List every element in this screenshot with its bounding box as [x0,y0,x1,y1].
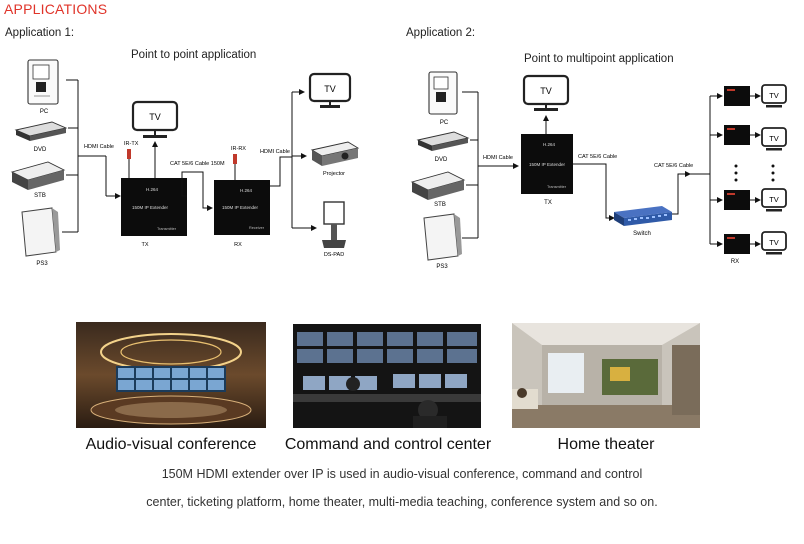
ps3-icon [21,207,60,257]
app1-tv-label: TV [149,112,161,122]
app2-source-stb: STB [434,202,446,208]
caption-audio-visual-conference: Audio-visual conference [85,436,257,453]
description-line-2: center, ticketing platform, home theater… [146,495,658,509]
switch-icon [614,206,672,226]
app2-receiver-2 [724,125,787,151]
pc-icon [27,59,59,105]
app2-source-pc: PC [440,120,449,126]
pc-icon [428,71,458,115]
caption-command-control-center: Command and control center [284,436,492,453]
app2-source-ps3: PS3 [436,264,448,270]
app2-receiver-tv-2: TV [769,134,779,143]
stb-icon [10,161,66,190]
app1-title: Point to point application [131,49,257,61]
app2-receiver-tv-1: TV [769,91,779,100]
page-heading: APPLICATIONS [4,1,108,17]
svg-text:H.264: H.264 [146,187,159,192]
app1-source-ps3: PS3 [36,261,48,267]
svg-text:150M IP Extender: 150M IP Extender [222,205,258,210]
dvd-icon [14,121,68,141]
stb-icon [410,171,466,200]
app2-tx-box: H.264 150M IP Extender Transmitter [521,134,573,194]
svg-text:H.264: H.264 [240,188,253,193]
svg-text:H.264: H.264 [543,142,556,147]
app1-tx-box: H.264 150M IP Extender Transmitter [121,178,187,236]
tv-icon [131,100,179,138]
dvd-icon [416,131,470,151]
svg-text:150M IP Extender: 150M IP Extender [132,205,168,210]
tv-icon [522,74,570,111]
app1-output-ds-pad: DS-PAD [324,252,344,258]
ps3-icon [423,213,462,261]
app2-receiver-tv-3: TV [769,195,779,204]
tv-icon [308,72,352,108]
app2-receiver-4 [724,231,787,255]
app1-source-pc: PC [40,109,49,115]
app1-source-dvd: DVD [34,147,47,153]
app2-tv-label: TV [540,86,552,96]
app1-output-projector: Projector [323,171,345,177]
app1-rx-label: RX [234,242,242,248]
app1-ir-rx-label: IR-RX [231,146,246,152]
app2-rx-label: RX [731,259,739,265]
app2-cat-label-2: CAT 5E/6 Cable [654,163,693,169]
app2-tx-label: TX [544,200,552,206]
app2-hdmi-in-label: HDMI Cable [483,155,513,161]
app1-hdmi-in-label: HDMI Cable [84,144,114,150]
app2-title: Point to multipoint application [524,53,674,65]
svg-text:Receiver: Receiver [249,226,265,230]
ds-pad-icon [322,201,346,248]
app2-source-dvd: DVD [435,157,448,163]
svg-text:Transmitter: Transmitter [157,227,177,231]
app1-source-stb: STB [34,193,46,199]
ellipsis-dots-icon [734,164,775,182]
app1-tx-label: TX [141,242,148,248]
app1-diagram: PC DVD STB PS3 HDMI Cable TV IR-TX H [10,59,360,267]
app1-label: Application 1: [5,27,75,39]
photo-home-theater [512,323,700,428]
app2-switch-label: Switch [633,231,651,237]
photo-control-center [293,324,481,428]
app2-diagram: PC DVD STB PS3 HDMI Cable TV H.264 150M … [410,71,787,270]
description-line-1: 150M HDMI extender over IP is used in au… [161,467,643,481]
ir-tx-emitter-icon [127,149,131,159]
app2-receiver-3 [724,188,787,212]
ir-rx-emitter-icon [233,154,237,164]
caption-home-theater: Home theater [557,436,655,453]
svg-text:Transmitter: Transmitter [547,185,567,189]
app2-label: Application 2: [406,27,476,39]
photo-conference-room [76,322,266,428]
app2-receiver-tv-4: TV [769,238,779,247]
app1-rx-box: H.264 150M IP Extender Receiver [214,180,270,235]
app2-cat-label-1: CAT 5E/6 Cable [578,154,617,160]
projector-icon [310,141,360,166]
app1-cat-label: CAT 5E/6 Cable 150M [170,161,225,167]
app1-output-tv: TV [324,84,336,94]
app1-hdmi-out-label: HDMI Cable [260,149,290,155]
app2-receiver-1 [724,84,787,108]
app1-ir-tx-label: IR-TX [124,141,139,147]
svg-text:150M IP Extender: 150M IP Extender [529,162,565,167]
